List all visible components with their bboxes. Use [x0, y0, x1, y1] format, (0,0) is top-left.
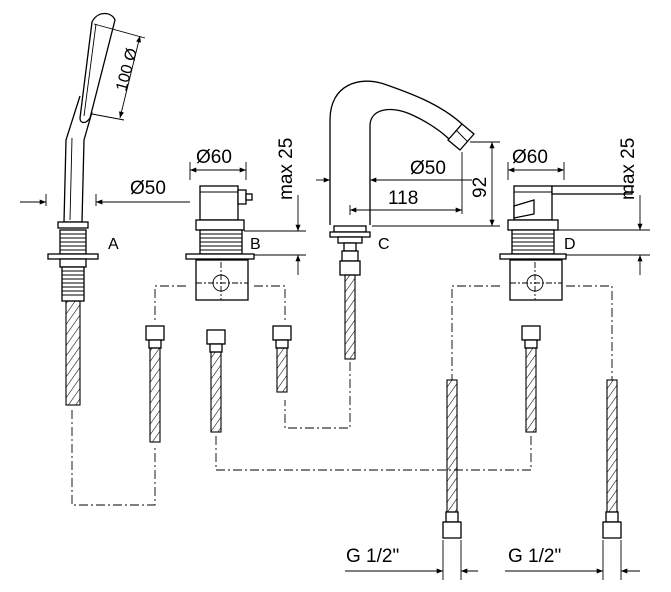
hose-left	[145, 325, 165, 443]
mixer-tap-d: Ø60 max 25 D	[499, 138, 650, 433]
spout-c: Ø50 118 92 C	[316, 80, 500, 360]
label-connection-right: G 1/2"	[508, 546, 561, 567]
connection-line-a	[71, 410, 156, 506]
connection-line-bd	[215, 436, 532, 471]
connection-line-b-left	[154, 285, 186, 320]
label-spout-reach: 118	[388, 188, 418, 209]
spout-hose	[344, 274, 356, 360]
label-tap-b-max: max 25	[276, 138, 297, 200]
label-tap-d-diameter: Ø60	[512, 147, 548, 168]
label-a: A	[108, 236, 119, 253]
tap-d-mount	[509, 259, 563, 301]
label-base-a-diameter: Ø50	[130, 178, 166, 199]
label-d: D	[564, 236, 576, 253]
shower-hose-a	[65, 300, 81, 406]
tap-b-body	[199, 185, 239, 221]
label-c: C	[378, 236, 390, 253]
connection-dimension-left: G 1/2"	[345, 540, 478, 580]
hand-shower-a: 100 Ø Ø50 A	[20, 12, 190, 406]
hose-b-2	[272, 325, 292, 393]
spout-inner	[369, 108, 451, 225]
connection-dimension-right: G 1/2"	[505, 540, 640, 580]
label-connection-left: G 1/2"	[346, 546, 399, 567]
tap-b-mount	[195, 259, 249, 301]
hose-b-1	[206, 329, 226, 433]
hose-d-1	[521, 325, 541, 433]
handset-handle	[63, 95, 93, 223]
supply-hose-left	[442, 379, 462, 539]
supply-hose-right	[602, 379, 622, 539]
label-tap-b-diameter: Ø60	[196, 147, 232, 168]
label-b: B	[250, 236, 261, 253]
connection-line-c	[284, 362, 351, 429]
connection-line-d-left	[451, 285, 500, 380]
connection-line-d-right	[566, 285, 613, 380]
label-hand-shower-diameter: 100 Ø	[113, 47, 141, 94]
label-spout-diameter: Ø50	[410, 158, 446, 179]
label-spout-height: 92	[470, 177, 491, 198]
connection-line-b-right	[254, 285, 286, 320]
spout-outer	[329, 80, 463, 225]
mixer-tap-b: Ø60 max 25 B	[185, 138, 306, 433]
label-tap-d-max: max 25	[618, 138, 639, 200]
